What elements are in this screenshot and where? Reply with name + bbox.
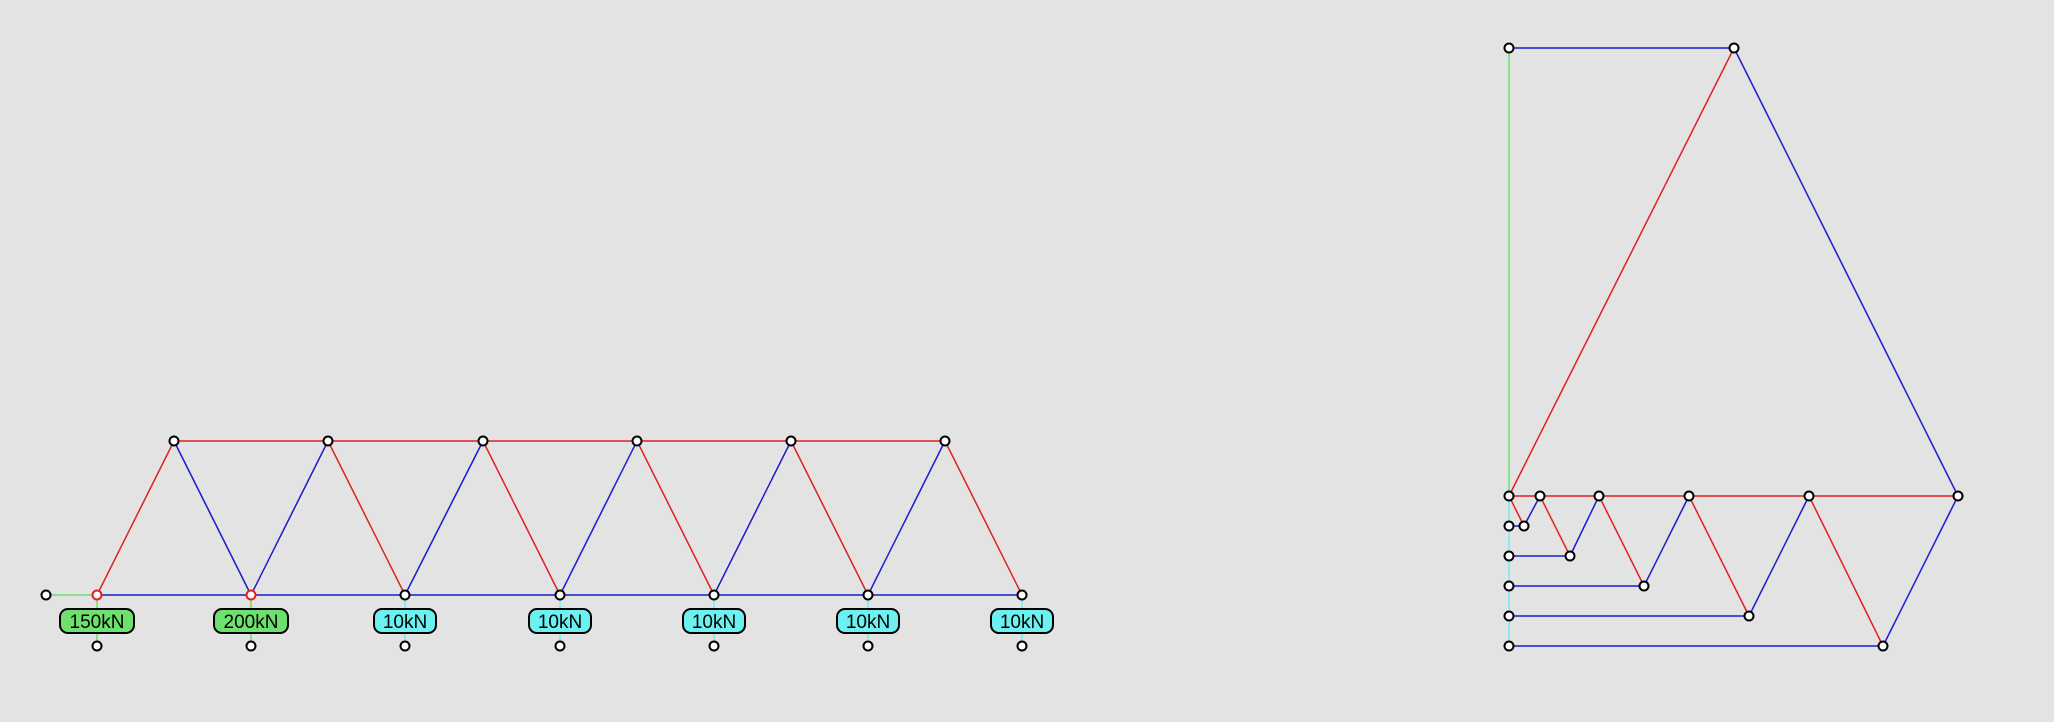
force-node[interactable]: [1952, 490, 1964, 502]
load-label: 10kN: [373, 608, 437, 634]
load-node[interactable]: [1016, 640, 1028, 652]
load-label: 10kN: [990, 608, 1054, 634]
load-label: 150kN: [59, 608, 135, 634]
force-node[interactable]: [1503, 580, 1515, 592]
load-label-text: 150kN: [70, 612, 125, 633]
force-line: [1748, 495, 1810, 617]
load-node[interactable]: [245, 640, 257, 652]
force-line: [1508, 47, 1735, 497]
load-label-text: 10kN: [692, 612, 736, 633]
force-line: [1882, 495, 1959, 647]
force-line: [1539, 495, 1571, 557]
force-line: [1508, 495, 1525, 527]
force-node[interactable]: [1564, 550, 1576, 562]
force-node[interactable]: [1518, 520, 1530, 532]
force-node[interactable]: [1728, 42, 1740, 54]
load-node[interactable]: [399, 640, 411, 652]
truss-diagram: 150kN 200kN 10kN 10kN 10kN 10kN 10kN: [40, 435, 1054, 652]
diagonal-member: [327, 440, 406, 596]
load-label-text: 10kN: [383, 612, 427, 633]
force-node[interactable]: [1877, 640, 1889, 652]
support-node[interactable]: [91, 589, 103, 601]
load-label-text: 10kN: [538, 612, 582, 633]
load-label: 10kN: [836, 608, 900, 634]
force-line: [1688, 495, 1750, 617]
load-label: 10kN: [682, 608, 746, 634]
load-label-text: 10kN: [846, 612, 890, 633]
diagonal-member: [559, 440, 638, 596]
diagonal-member: [96, 440, 175, 596]
diagonal-member: [790, 440, 869, 596]
truss-node[interactable]: [554, 589, 566, 601]
load-node[interactable]: [862, 640, 874, 652]
force-node[interactable]: [1503, 42, 1515, 54]
force-line: [1569, 495, 1600, 557]
truss-node[interactable]: [399, 589, 411, 601]
diagonal-member: [636, 440, 715, 596]
force-line: [1643, 495, 1690, 587]
force-diagram: [1503, 42, 1964, 652]
force-node[interactable]: [1503, 550, 1515, 562]
diagonal-member: [482, 440, 561, 596]
truss-node[interactable]: [168, 435, 180, 447]
truss-node[interactable]: [322, 435, 334, 447]
truss-node[interactable]: [1016, 589, 1028, 601]
truss-node[interactable]: [708, 589, 720, 601]
force-line: [1733, 47, 1959, 497]
truss-node[interactable]: [862, 589, 874, 601]
force-node[interactable]: [1683, 490, 1695, 502]
diagonal-member: [404, 440, 484, 596]
truss-node[interactable]: [631, 435, 643, 447]
support-node[interactable]: [245, 589, 257, 601]
truss-node[interactable]: [785, 435, 797, 447]
force-node[interactable]: [1503, 640, 1515, 652]
force-node[interactable]: [1803, 490, 1815, 502]
force-line: [1808, 495, 1884, 647]
load-label-text: 200kN: [224, 612, 279, 633]
load-node[interactable]: [91, 640, 103, 652]
load-node[interactable]: [708, 640, 720, 652]
truss-node[interactable]: [477, 435, 489, 447]
force-node[interactable]: [1638, 580, 1650, 592]
truss-node[interactable]: [939, 435, 951, 447]
diagonal-member: [713, 440, 792, 596]
force-line: [1598, 495, 1645, 587]
diagonal-member: [867, 440, 946, 596]
diagonal-member: [944, 440, 1023, 596]
force-node[interactable]: [1743, 610, 1755, 622]
force-line: [1523, 495, 1541, 527]
force-node[interactable]: [1503, 490, 1515, 502]
diagonal-member: [173, 440, 252, 596]
diagonal-member: [250, 440, 329, 596]
force-node[interactable]: [1593, 490, 1605, 502]
load-label: 10kN: [528, 608, 592, 634]
load-label: 200kN: [213, 608, 289, 634]
support-node[interactable]: [40, 589, 52, 601]
force-node[interactable]: [1503, 520, 1515, 532]
load-label-text: 10kN: [1000, 612, 1044, 633]
force-node[interactable]: [1503, 610, 1515, 622]
force-node[interactable]: [1534, 490, 1546, 502]
load-node[interactable]: [554, 640, 566, 652]
